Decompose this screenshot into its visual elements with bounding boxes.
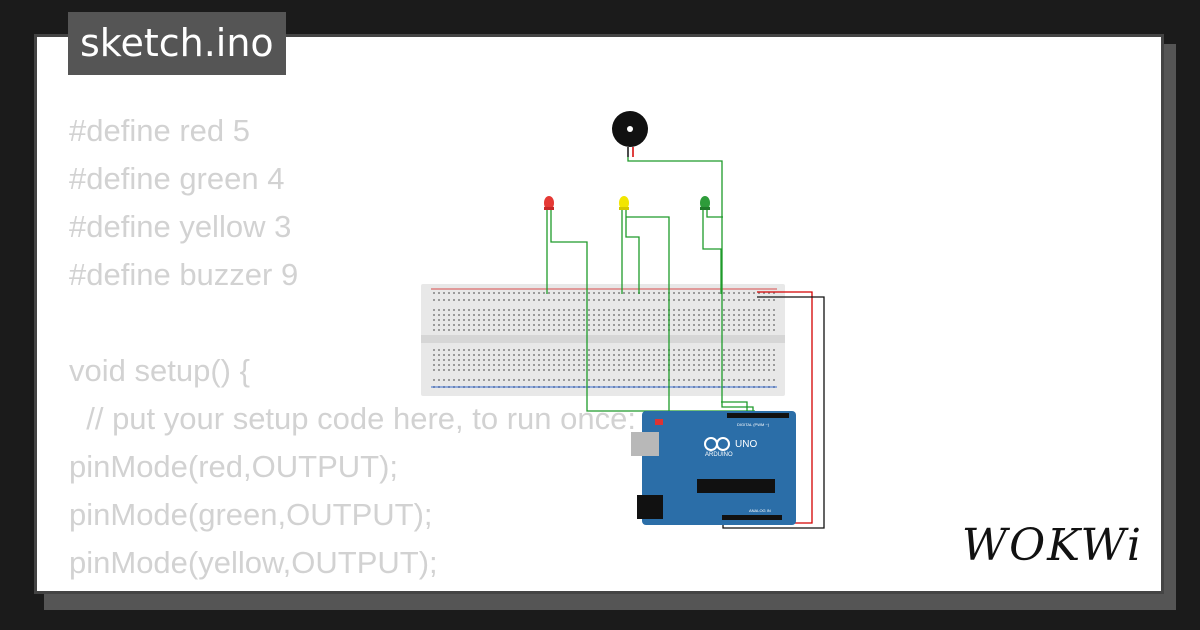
code-line: #define buzzer 9: [69, 257, 299, 292]
code-line: #define red 5: [69, 113, 250, 148]
board-analog-label: ANALOG IN: [749, 508, 771, 513]
breadboard-icon: [421, 284, 785, 396]
green-led-icon: [700, 196, 710, 210]
code-line: pinMode(buzzer,OUTPUT);: [69, 593, 445, 594]
signal-wires: [546, 157, 755, 418]
arduino-uno-icon: UNO ARDUINO DIGITAL (PWM ~) ANALOG IN: [631, 411, 796, 525]
file-tab[interactable]: sketch.ino: [68, 12, 286, 75]
code-line: pinMode(red,OUTPUT);: [69, 449, 399, 484]
board-sublabel: ARDUINO: [705, 452, 733, 458]
yellow-led-icon: [619, 196, 629, 210]
code-preview: #define red 5 #define green 4 #define ye…: [69, 107, 636, 594]
code-line: // put your setup code here, to run once…: [86, 401, 636, 436]
code-line: #define green 4: [69, 161, 285, 196]
preview-card: #define red 5 #define green 4 #define ye…: [34, 34, 1164, 594]
code-line: #define yellow 3: [69, 209, 292, 244]
red-led-icon: [544, 196, 554, 210]
board-pin-header-label: DIGITAL (PWM ~): [737, 422, 770, 427]
board-label: UNO: [735, 439, 757, 450]
code-line: pinMode(yellow,OUTPUT);: [69, 545, 438, 580]
buzzer-icon: [612, 111, 648, 157]
code-line: pinMode(green,OUTPUT);: [69, 497, 433, 532]
circuit-diagram: UNO ARDUINO DIGITAL (PWM ~) ANALOG IN: [421, 111, 825, 529]
code-line: void setup() {: [69, 353, 250, 388]
wokwi-logo: WOKWi: [961, 520, 1143, 571]
